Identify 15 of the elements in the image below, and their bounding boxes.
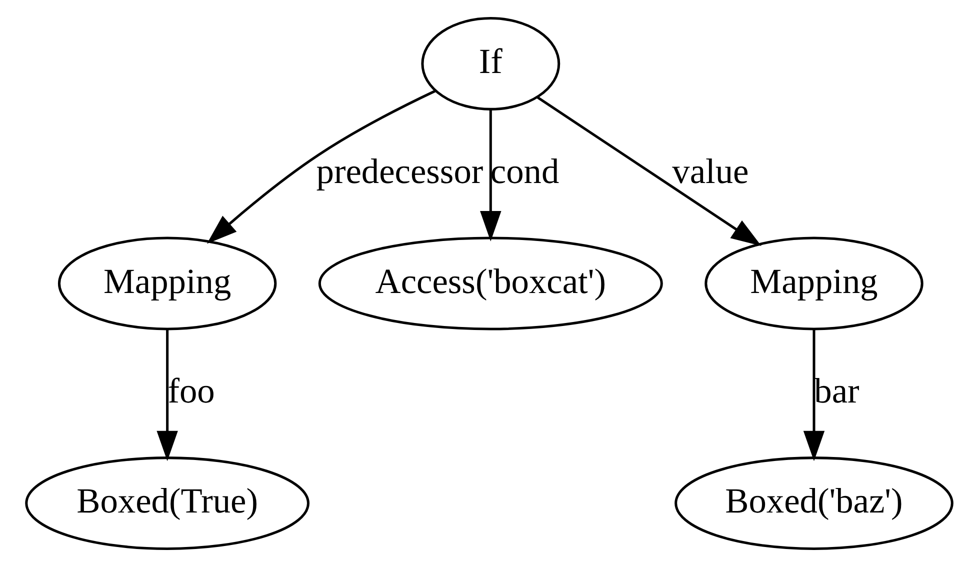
arrow <box>802 329 824 462</box>
edge-label: foo <box>167 370 214 411</box>
node-ellipse: Access('boxcat') <box>318 236 662 330</box>
node-ellipse: Boxed(True) <box>24 456 309 550</box>
node-ellipse: Boxed('baz') <box>674 456 953 550</box>
arrow <box>156 329 178 462</box>
arrow <box>536 96 761 246</box>
edge-label: value <box>672 150 748 191</box>
edge-label: bar <box>814 370 859 411</box>
edge-label: predecessor <box>316 150 483 191</box>
node-ellipse: Mapping <box>57 236 276 330</box>
node-ellipse: If <box>420 17 560 110</box>
arrow <box>206 90 436 244</box>
node-ellipse: Mapping <box>704 236 923 330</box>
arrow <box>480 110 501 242</box>
